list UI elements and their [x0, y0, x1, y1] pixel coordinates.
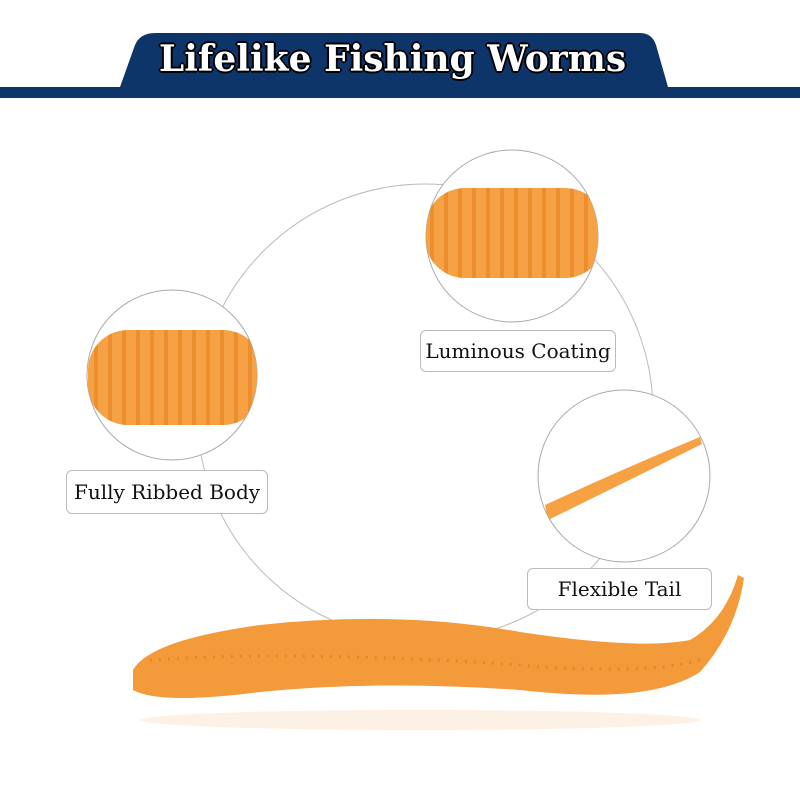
- page-title: Lifelike Fishing Worms: [158, 38, 627, 80]
- callout-fully-ribbed-body: Fully Ribbed Body: [66, 470, 268, 514]
- worm: [133, 575, 744, 699]
- header-banner: [0, 33, 800, 98]
- callout-flexible-tail: Flexible Tail: [527, 568, 712, 610]
- callout-luminous-coating: Luminous Coating: [420, 330, 616, 372]
